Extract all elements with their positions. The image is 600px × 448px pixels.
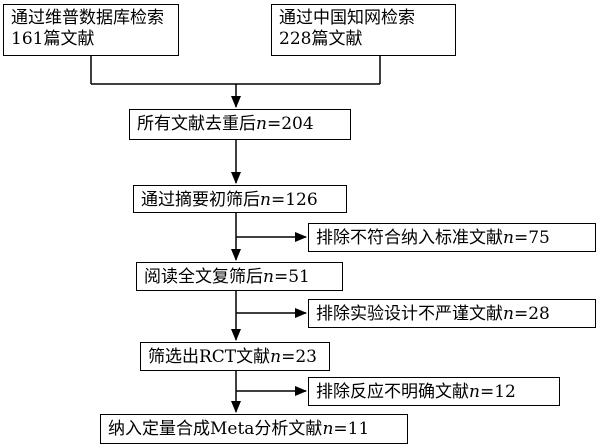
excluded-criteria-label: 排除不符合纳入标准文献 bbox=[316, 228, 503, 248]
abstract-screen-label: 通过摘要初筛后 bbox=[141, 190, 260, 210]
rct-selected-box: 筛选出RCT文献n=23 bbox=[140, 342, 330, 371]
fulltext-screen-box: 阅读全文复筛后n=51 bbox=[136, 262, 343, 291]
excluded-unclear-n-symbol: n bbox=[469, 382, 480, 402]
excluded-criteria-n-symbol: n bbox=[503, 228, 514, 248]
source-wanfang-line2: 161篇文献 bbox=[11, 29, 95, 49]
excluded-design-n-symbol: n bbox=[503, 304, 514, 324]
dedup-label: 所有文献去重后 bbox=[137, 114, 256, 134]
abstract-screen-box: 通过摘要初筛后n=126 bbox=[133, 185, 347, 213]
excluded-unclear-n-value: =12 bbox=[479, 382, 516, 402]
excluded-criteria-n-value: =75 bbox=[513, 228, 550, 248]
source-wanfang-box: 通过维普数据库检索 161篇文献 bbox=[3, 4, 179, 56]
rct-selected-label: 筛选出RCT文献 bbox=[148, 347, 271, 367]
source-wanfang-line1: 通过维普数据库检索 bbox=[11, 8, 164, 28]
dedup-box: 所有文献去重后n=204 bbox=[129, 109, 351, 140]
dedup-n-value: =204 bbox=[266, 114, 314, 134]
fulltext-screen-label: 阅读全文复筛后 bbox=[144, 267, 263, 287]
source-cnki-box: 通过中国知网检索 228篇文献 bbox=[271, 4, 456, 56]
abstract-screen-n-symbol: n bbox=[260, 190, 271, 210]
included-label: 纳入定量合成Meta分析文献 bbox=[108, 419, 323, 439]
excluded-design-label: 排除实验设计不严谨文献 bbox=[316, 304, 503, 324]
fulltext-screen-n-value: =51 bbox=[273, 267, 310, 287]
source-cnki-line2: 228篇文献 bbox=[279, 29, 363, 49]
dedup-n-symbol: n bbox=[256, 114, 267, 134]
fulltext-screen-n-symbol: n bbox=[263, 267, 274, 287]
rct-selected-n-value: =23 bbox=[281, 347, 317, 367]
included-n-value: =11 bbox=[333, 419, 370, 439]
included-box: 纳入定量合成Meta分析文献n=11 bbox=[100, 414, 408, 444]
excluded-design-n-value: =28 bbox=[513, 304, 550, 324]
excluded-unclear-label: 排除反应不明确文献 bbox=[316, 382, 469, 402]
excluded-unclear-box: 排除反应不明确文献n=12 bbox=[308, 377, 560, 406]
abstract-screen-n-value: =126 bbox=[270, 190, 318, 210]
rct-selected-n-symbol: n bbox=[270, 347, 282, 367]
included-n-symbol: n bbox=[322, 419, 334, 439]
excluded-criteria-box: 排除不符合纳入标准文献n=75 bbox=[308, 223, 596, 252]
source-cnki-line1: 通过中国知网检索 bbox=[279, 8, 415, 28]
excluded-design-box: 排除实验设计不严谨文献n=28 bbox=[308, 299, 596, 328]
